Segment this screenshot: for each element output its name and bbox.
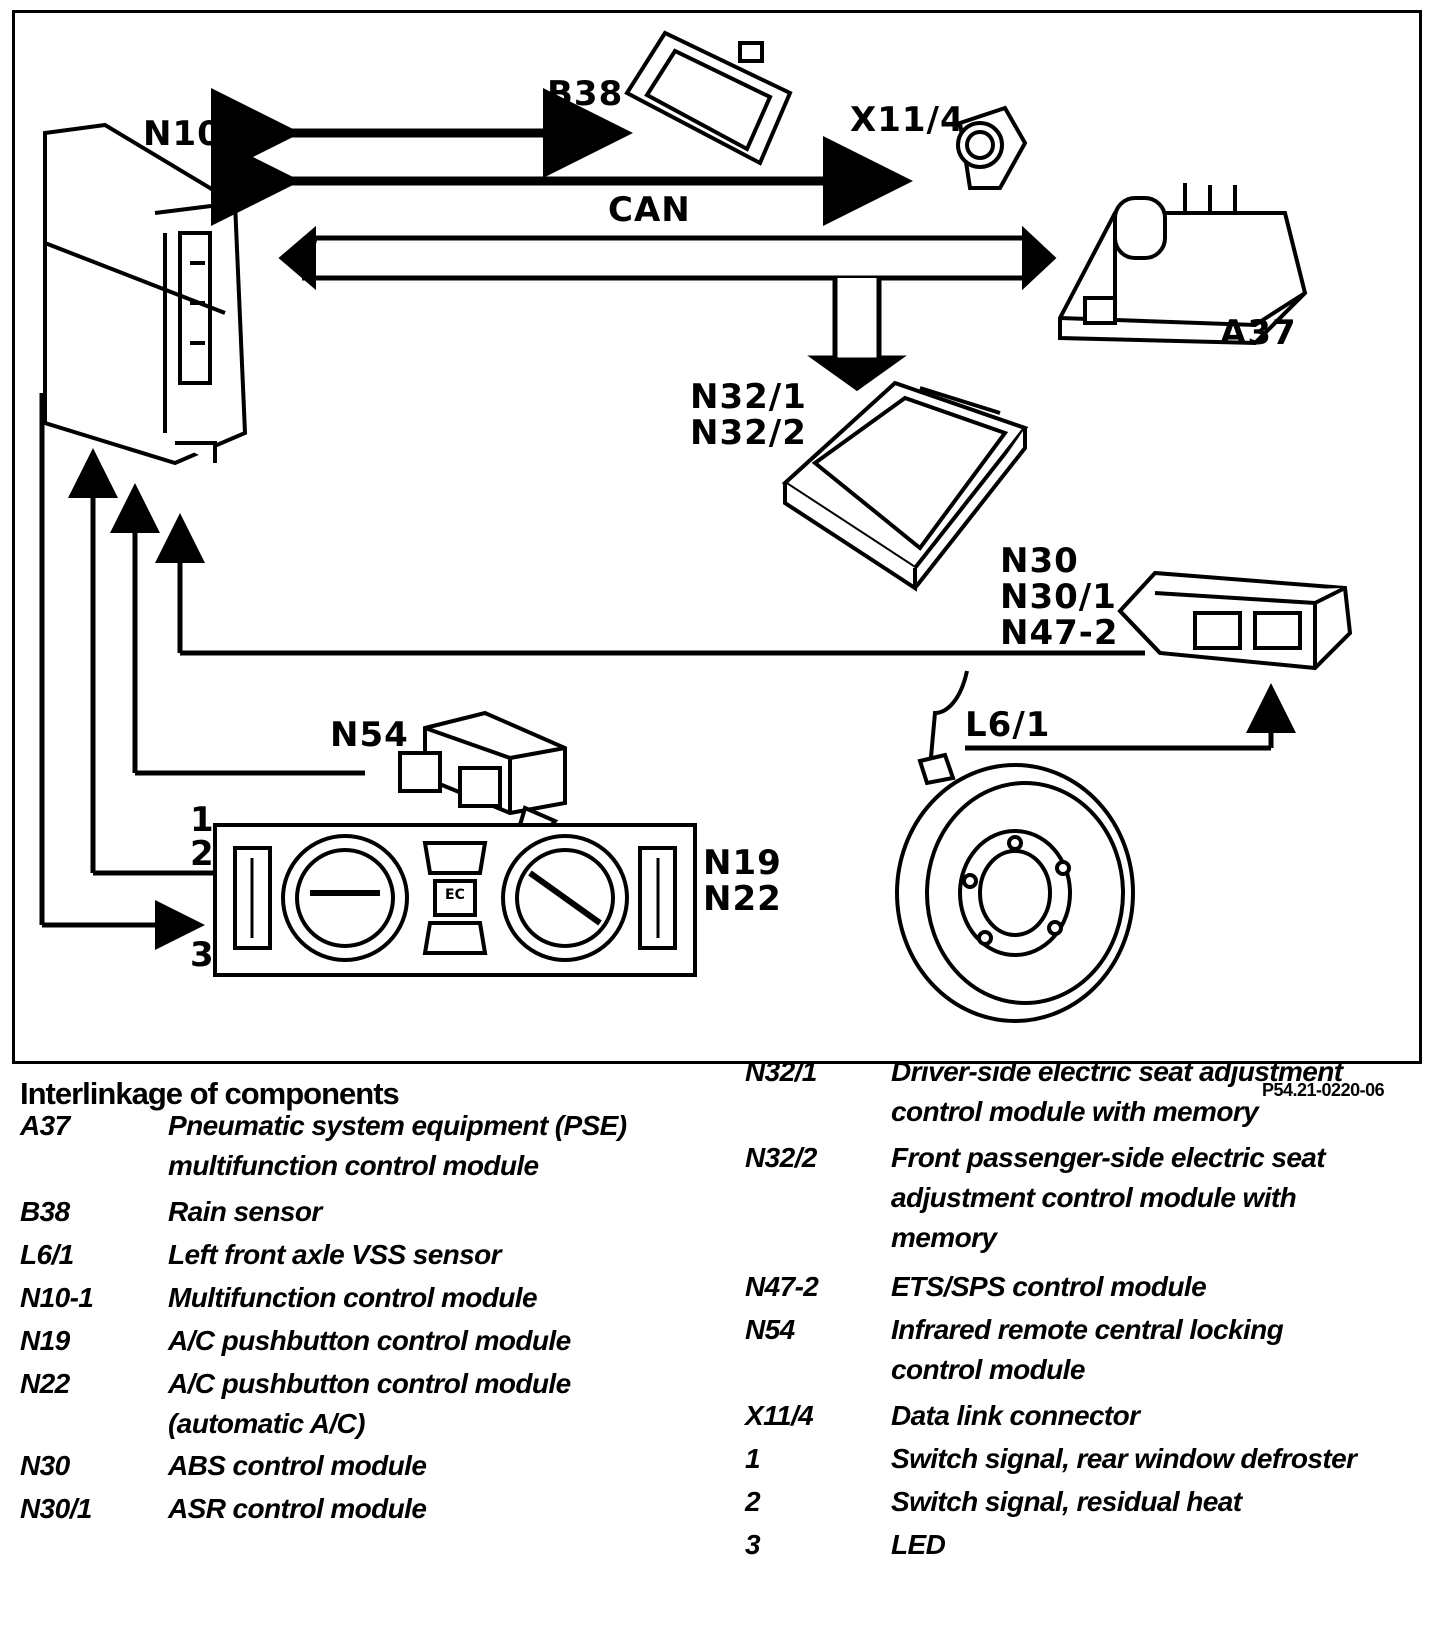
legend-description: Infrared remote central locking control m…: [891, 1314, 1284, 1386]
label-n54: N54: [330, 715, 409, 755]
legend-description-line: Left front axle VSS sensor: [168, 1239, 502, 1270]
legend-description: Driver-side electric seat adjustment cont…: [891, 1056, 1343, 1128]
legend-description-line: Rain sensor: [168, 1196, 322, 1227]
ac-panel-drawing: [213, 823, 697, 977]
legend-code: N32/2: [745, 1142, 817, 1173]
legend-description: ABS control module: [168, 1450, 427, 1482]
legend-code: B38: [20, 1196, 70, 1227]
legend-description-line: (automatic A/C): [168, 1408, 365, 1439]
legend-description: Rain sensor: [168, 1196, 322, 1228]
label-n47-2: N47-2: [1000, 613, 1119, 653]
n54-module-drawing: [398, 710, 567, 836]
legend-right: N32/1 Driver-side electric seat adjustmen…: [745, 1056, 1445, 1646]
label-n30-1: N30/1: [1000, 577, 1117, 617]
label-signal-2: 2: [190, 834, 215, 874]
figure-caption: Interlinkage of components: [20, 1076, 400, 1111]
legend-code: N32/1: [745, 1056, 817, 1087]
legend-code: N30: [20, 1450, 70, 1481]
legend-description-line: Front passenger-side electric seat: [891, 1142, 1326, 1173]
legend-description: Front passenger-side electric seat adjust…: [891, 1142, 1326, 1254]
label-n19: N19: [703, 843, 782, 883]
x11-4-connector-drawing: [956, 105, 1028, 190]
figure-reference: P54.21-0220-06: [1262, 1080, 1385, 1100]
legend-description: LED: [891, 1529, 946, 1561]
legend-description-line: ETS/SPS control module: [891, 1271, 1207, 1302]
legend-description-line: A/C pushbutton control module: [168, 1368, 571, 1399]
label-n10-1: N10-1: [143, 114, 262, 154]
legend-description-line: Switch signal, rear window defroster: [891, 1443, 1357, 1474]
label-a37: A37: [1220, 313, 1297, 353]
diagram-drawing: [39, 30, 1353, 1023]
legend-code: 2: [745, 1486, 761, 1517]
legend-description-line: control module with memory: [891, 1096, 1259, 1127]
legend-code: X11/4: [745, 1400, 814, 1431]
legend-code: L6/1: [20, 1239, 74, 1270]
legend-description-line: ASR control module: [168, 1493, 427, 1524]
label-n32-group: N32/1 N32/2: [690, 379, 807, 451]
legend-description-line: Data link connector: [891, 1400, 1140, 1431]
label-n30-group: N30 N30/1 N47-2: [1000, 543, 1119, 651]
legend-description-line: multifunction control module: [168, 1150, 539, 1181]
n10-1-module-drawing: [43, 122, 248, 466]
label-can: CAN: [608, 190, 691, 230]
brake-disc-drawing: [895, 670, 1135, 1023]
legend-code: N19: [20, 1325, 70, 1356]
legend-code: N47-2: [745, 1271, 819, 1302]
a37-module-drawing: [1058, 183, 1308, 346]
legend-description-line: Infrared remote central locking: [891, 1314, 1284, 1345]
label-x11-4: X11/4: [850, 100, 965, 140]
legend-code: N22: [20, 1368, 70, 1399]
label-l6-1: L6/1: [965, 705, 1051, 745]
legend-description-line: Pneumatic system equipment (PSE): [168, 1110, 627, 1141]
legend-description-line: Multifunction control module: [168, 1282, 538, 1313]
legend-description: Switch signal, residual heat: [891, 1486, 1242, 1518]
n32-module-drawing: [781, 380, 1029, 592]
legend-description-line: Switch signal, residual heat: [891, 1486, 1242, 1517]
label-n32-1: N32/1: [690, 377, 807, 417]
label-n30: N30: [1000, 541, 1079, 581]
legend-code: N54: [745, 1314, 795, 1345]
legend-code: N30/1: [20, 1493, 92, 1524]
label-b38: B38: [547, 74, 624, 114]
legend-code: 3: [745, 1529, 761, 1560]
label-signal-1: 1: [190, 800, 215, 840]
legend-description-line: Driver-side electric seat adjustment: [891, 1056, 1343, 1087]
label-n19-group: N19 N22: [703, 845, 782, 917]
legend-description-line: ABS control module: [168, 1450, 427, 1481]
legend-code: A37: [20, 1110, 70, 1141]
label-n32-2: N32/2: [690, 413, 807, 453]
label-n22: N22: [703, 879, 782, 919]
legend-description-line: adjustment control module with: [891, 1182, 1297, 1213]
label-signal-3: 3: [190, 935, 215, 975]
legend-left: A37 Pneumatic system equipment (PSE) multi…: [20, 1110, 680, 1630]
legend-code: 1: [745, 1443, 761, 1474]
legend-code: N10-1: [20, 1282, 94, 1313]
legend-description: Data link connector: [891, 1400, 1140, 1432]
legend-description-line: LED: [891, 1529, 946, 1560]
diagram-frame: N10-1 B38 X11/4 CAN A37 N32/1 N32/2 N30 …: [12, 10, 1422, 1064]
legend-description: ASR control module: [168, 1493, 427, 1525]
legend-description: Left front axle VSS sensor: [168, 1239, 502, 1271]
legend-description: Pneumatic system equipment (PSE) multifun…: [168, 1110, 627, 1182]
legend-description-line: control module: [891, 1354, 1085, 1385]
legend-description: Switch signal, rear window defroster: [891, 1443, 1357, 1475]
legend-description: Multifunction control module: [168, 1282, 538, 1314]
n30-module-drawing: [1117, 570, 1353, 671]
legend-description-line: A/C pushbutton control module: [168, 1325, 571, 1356]
signal-lines: [39, 393, 1296, 950]
legend-description: A/C pushbutton control module: [168, 1325, 571, 1357]
label-ec-button: EC: [445, 887, 465, 903]
legend-description: A/C pushbutton control module (automatic …: [168, 1368, 571, 1440]
legend-description: ETS/SPS control module: [891, 1271, 1207, 1303]
b38-sensor-drawing: [624, 30, 793, 166]
can-bus-lines: [211, 88, 1057, 392]
legend-description-line: memory: [891, 1222, 997, 1253]
